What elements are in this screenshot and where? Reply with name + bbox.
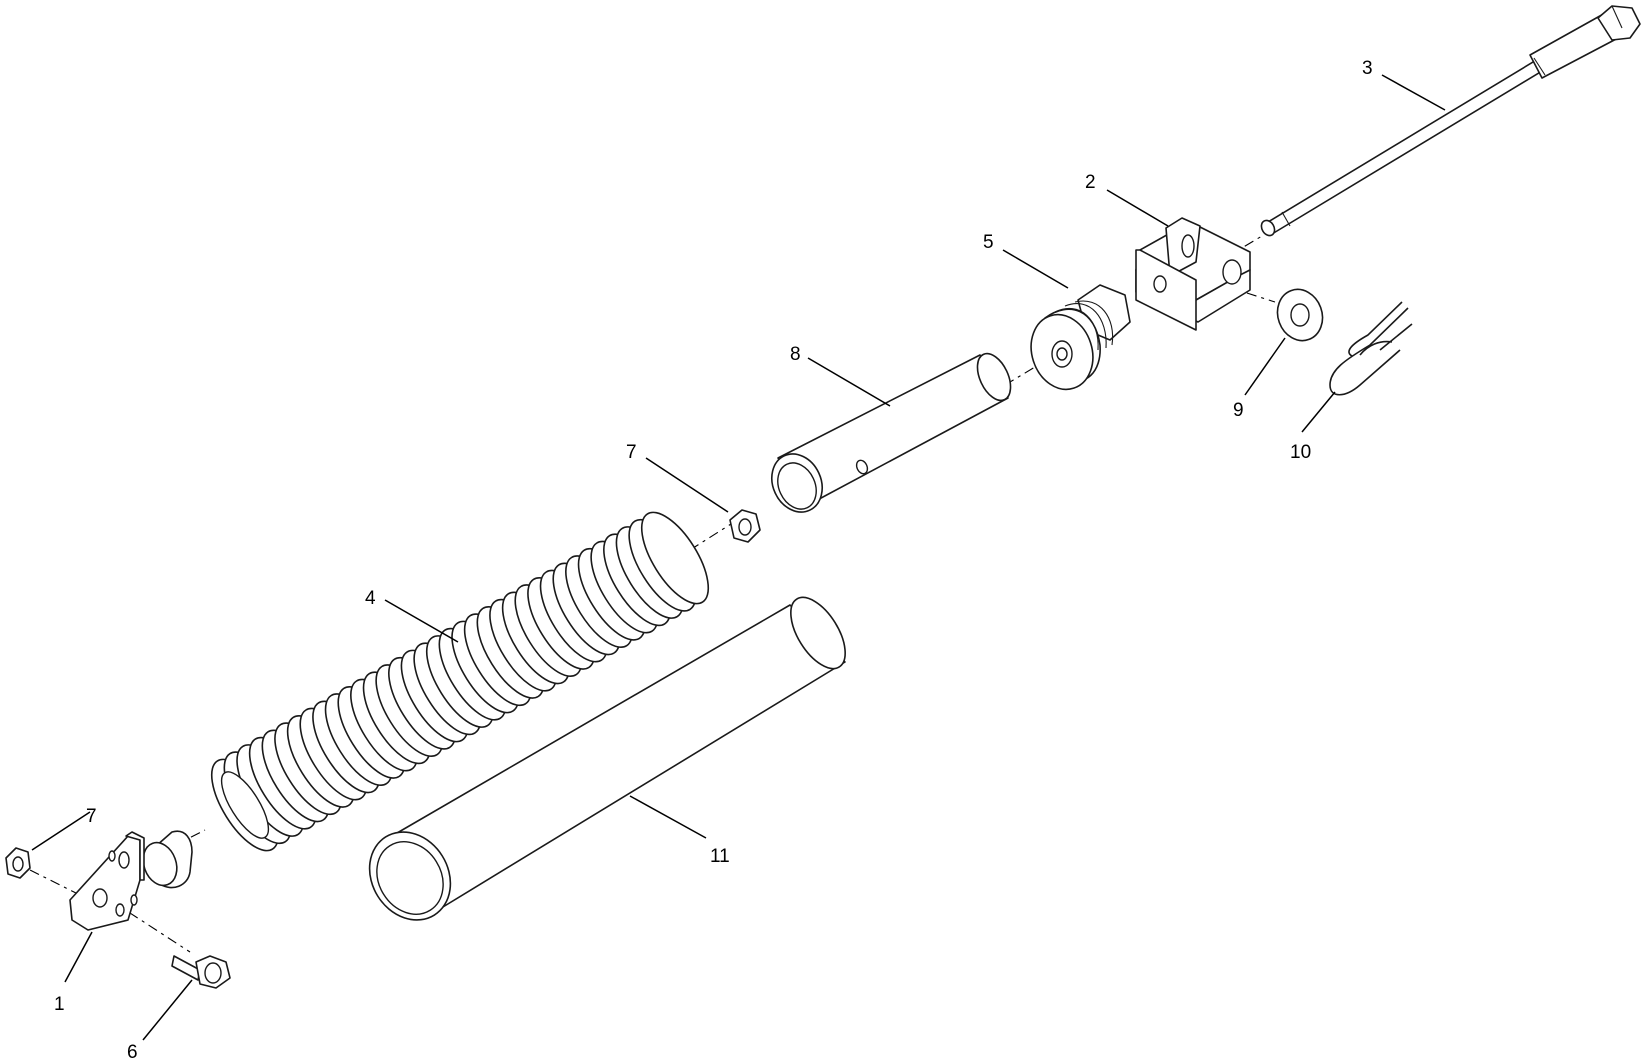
callout-10: 10	[1290, 442, 1311, 463]
callout-6: 6	[127, 1042, 138, 1061]
part-1-mount-plate	[69, 830, 193, 931]
part-2-bracket	[1135, 217, 1251, 331]
part-7-nut-lower	[5, 847, 31, 879]
part-9-washer	[1276, 288, 1324, 342]
callout-3: 3	[1362, 58, 1373, 79]
callout-7-lower: 7	[86, 806, 97, 827]
callout-4: 4	[365, 588, 376, 609]
spring-end-opening	[220, 771, 270, 839]
callout-9: 9	[1233, 400, 1244, 421]
part-5-adjuster	[1030, 284, 1131, 391]
callout-8: 8	[790, 344, 801, 365]
callout-2: 2	[1085, 172, 1096, 193]
part-4-spring	[210, 511, 710, 852]
spring-coil	[640, 511, 710, 605]
part-8-tube	[771, 352, 1012, 513]
part-7-nut-upper	[729, 509, 761, 543]
callout-1: 1	[54, 994, 65, 1015]
part-11-sleeve	[368, 596, 846, 921]
callout-11: 11	[710, 846, 730, 867]
callout-7-upper: 7	[626, 442, 637, 463]
leader-lines	[31, 74, 1446, 1041]
callout-labels: 3 2 5 8 7 4 9 10 11 7 1 6	[54, 58, 1373, 1061]
part-3-rod	[1260, 5, 1641, 237]
part-10-hairpin-clip	[1329, 301, 1413, 396]
part-6-bolt	[171, 955, 231, 989]
callout-5: 5	[983, 232, 994, 253]
